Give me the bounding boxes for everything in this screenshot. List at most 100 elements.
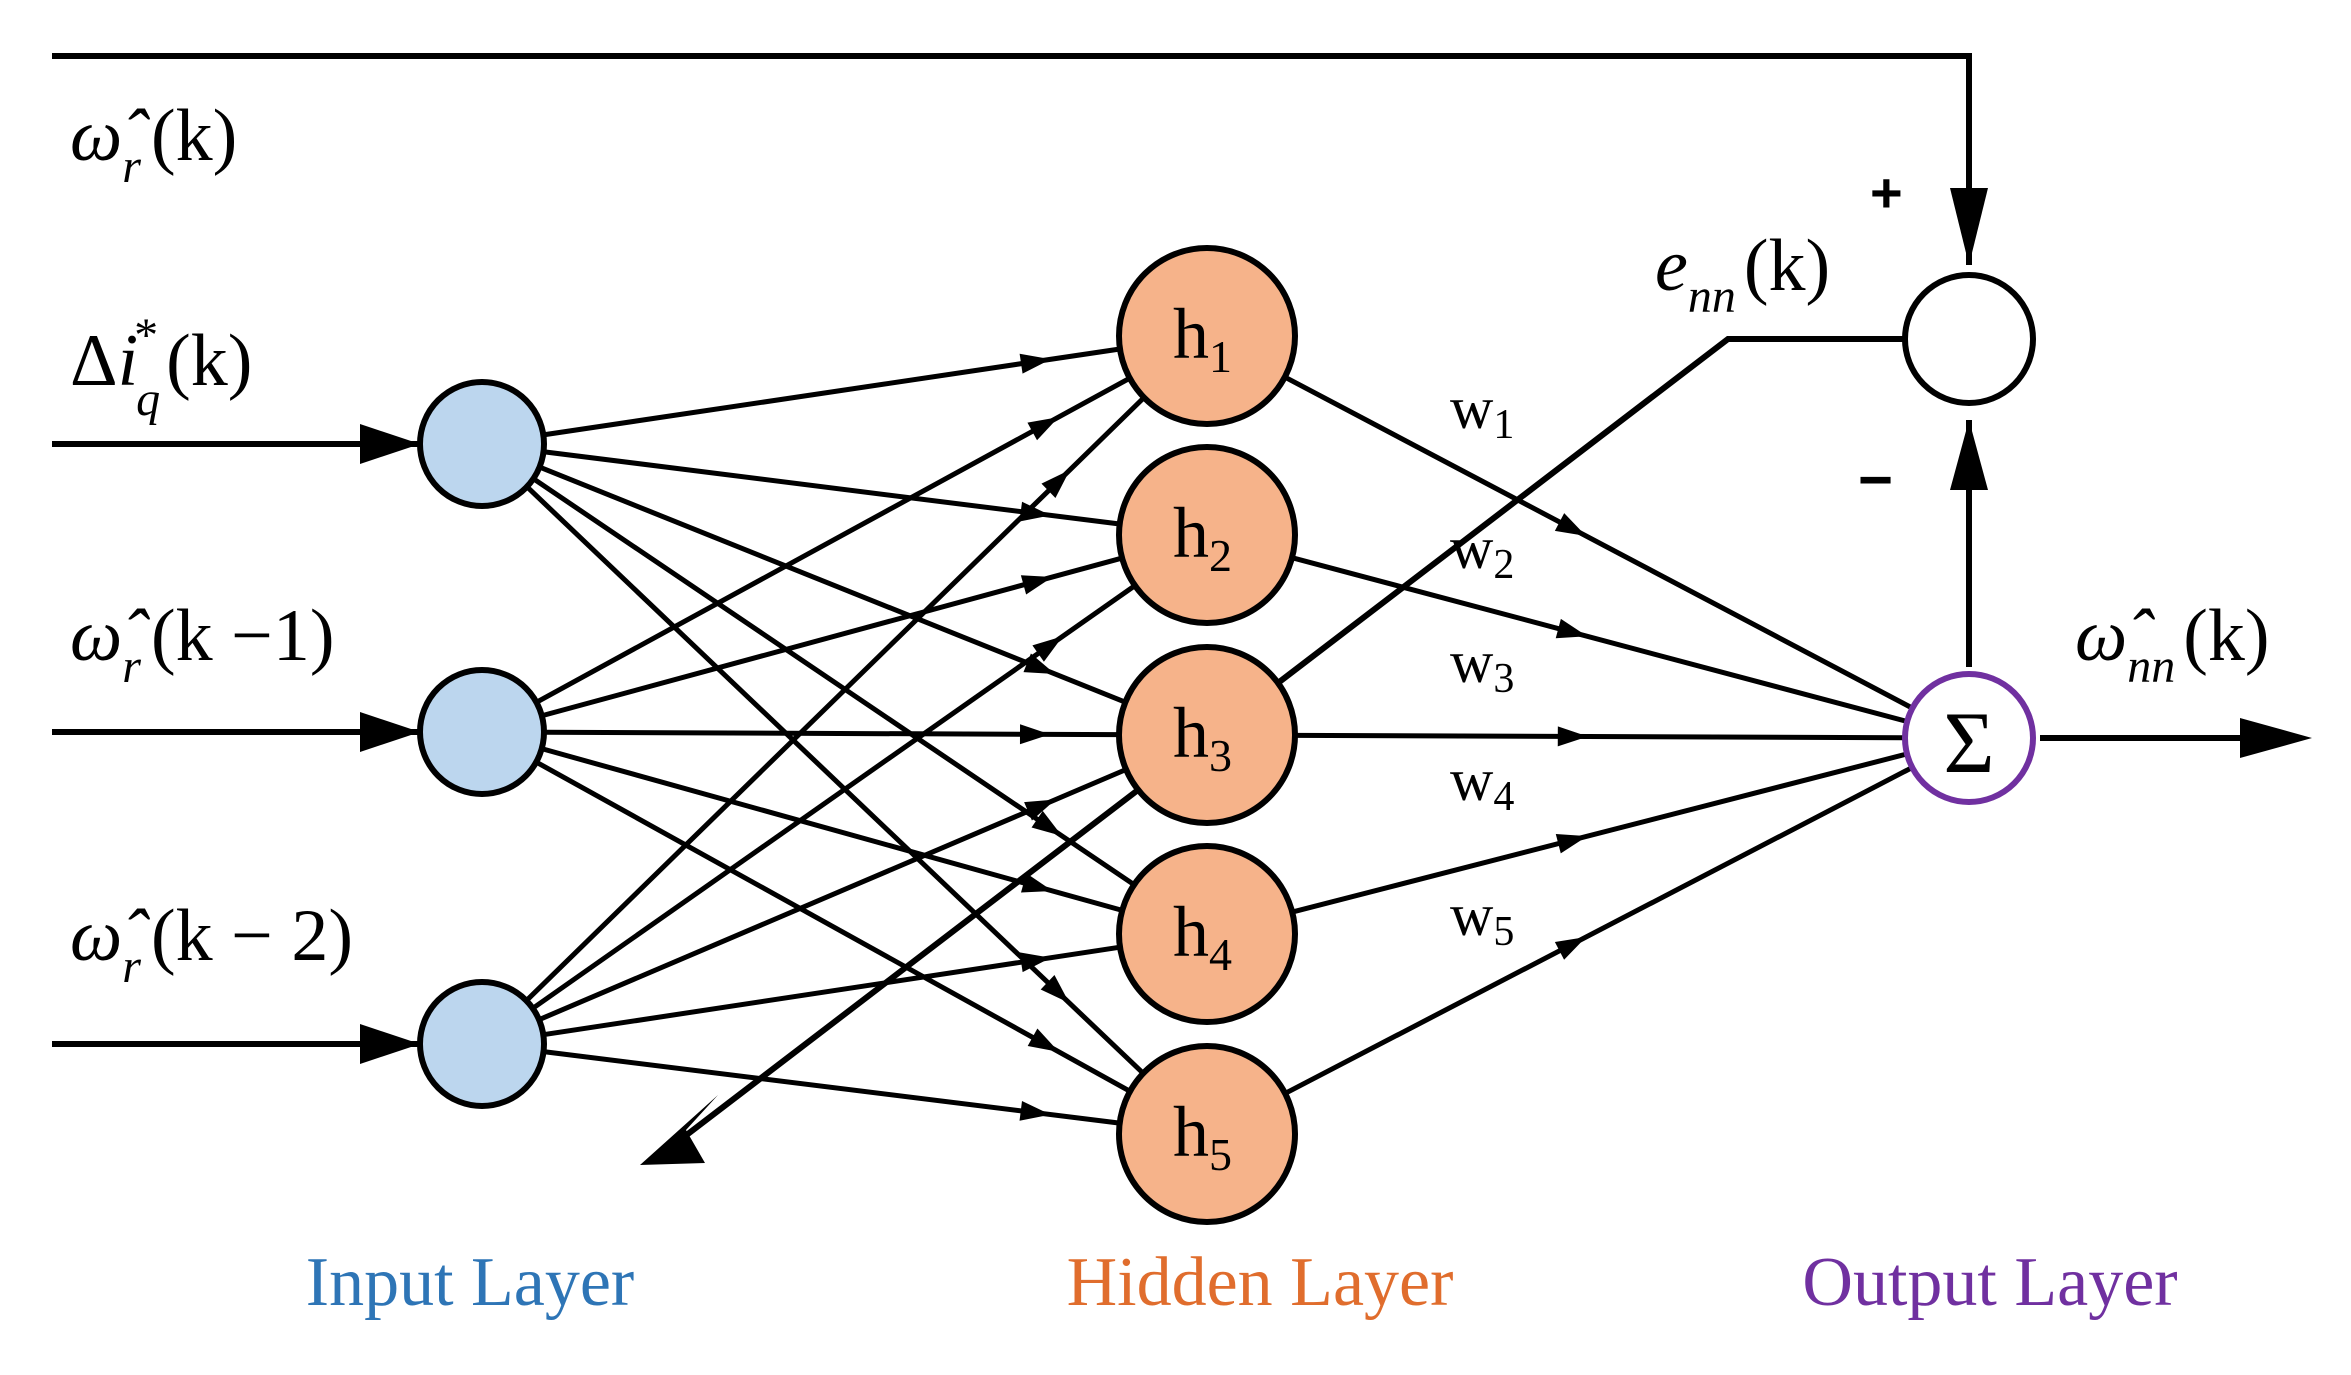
input-label-2: ω̂r(k −1) [70, 595, 334, 693]
connection-input-2-hidden-5 [535, 759, 1132, 1094]
error-arg: (k) [1744, 225, 1830, 307]
hidden-node-2-base: h [1173, 493, 1209, 573]
connection-hidden-1-output [1283, 374, 1914, 711]
input-node-1 [417, 379, 547, 509]
error-sub: nn [1688, 270, 1736, 323]
connection-input-3-hidden-1 [524, 395, 1146, 1003]
input-label-1-prefix: Δ [70, 320, 118, 402]
input-label-2-arg: (k −1) [151, 595, 335, 677]
input-layer-nodes [417, 379, 547, 1109]
connection-hidden-4-output [1291, 751, 1908, 915]
input-arrows [52, 424, 420, 1064]
input-label-2-sub: r [122, 640, 141, 693]
connection-arrow-3-4 [1019, 952, 1051, 973]
weight-arrow-3 [1557, 726, 1588, 747]
connection-input-2-hidden-1 [535, 375, 1131, 705]
sum-to-junction-path [1950, 420, 1988, 667]
hidden-node-5-sub: 5 [1209, 1129, 1232, 1180]
weight-label-4: w4 [1450, 747, 1514, 820]
feedback-label: ω̂r(k) [70, 95, 237, 193]
input-arrowhead-3 [360, 1024, 420, 1064]
output-path [2040, 718, 2312, 758]
weight-arrow-4 [1555, 833, 1588, 854]
input-label-3: ω̂r(k − 2) [70, 895, 353, 993]
hidden-node-3 [1116, 644, 1298, 826]
hidden-node-2-sub: 2 [1209, 530, 1232, 581]
input-labels: Δi*q(k) ω̂r(k −1) ω̂r(k − 2) [70, 309, 353, 993]
hidden-node-4-label: h4 [1173, 892, 1232, 980]
input-node-3 [417, 979, 547, 1109]
weight-1-sub: 1 [1493, 402, 1514, 448]
weight-4-base: w [1450, 747, 1494, 813]
error-var: e [1655, 225, 1688, 307]
output-sum-node [1902, 671, 2036, 805]
weight-label-5: w5 [1450, 882, 1514, 955]
output-layer-label: Output Layer [1802, 1244, 2177, 1321]
input-label-3-sub: r [122, 940, 141, 993]
hidden-node-1-label: h1 [1173, 294, 1232, 382]
weight-2-base: w [1450, 515, 1494, 581]
output-arg: (k) [2183, 595, 2269, 677]
weight-labels: w1 w2 w3 w4 w5 [1450, 375, 1514, 955]
weight-3-sub: 3 [1493, 656, 1514, 702]
hidden-node-2-label: h2 [1173, 493, 1232, 581]
weight-3-base: w [1450, 629, 1494, 695]
minus-sign: − [1858, 446, 1893, 513]
error-label: enn(k) [1655, 225, 1830, 323]
input-node-2 [417, 667, 547, 797]
input-arrowhead-2 [360, 712, 420, 752]
input-label-1: Δi*q(k) [70, 309, 252, 426]
output-label: ω̂nn(k) [2075, 595, 2270, 693]
connection-arrow-1-2 [1019, 501, 1051, 522]
weight-label-2: w2 [1450, 515, 1514, 588]
connection-arrow-2-3 [1019, 724, 1051, 745]
feedback-sub: r [122, 140, 141, 193]
weight-arrow-1 [1554, 513, 1587, 536]
hidden-node-3-base: h [1173, 693, 1209, 773]
hidden-node-2 [1116, 444, 1298, 626]
weight-5-base: w [1450, 882, 1494, 948]
weight-2-sub: 2 [1493, 542, 1514, 588]
connection-arrow-3-2 [1032, 636, 1063, 662]
error-arrowhead [640, 1095, 718, 1165]
input-label-1-sub: q [136, 373, 160, 426]
connection-input-1-hidden-5 [525, 484, 1145, 1076]
connection-arrow-3-3 [1024, 799, 1056, 821]
feedback-path [52, 53, 1988, 265]
weight-label-3: w3 [1450, 629, 1514, 702]
weight-5-sub: 5 [1493, 909, 1514, 955]
hidden-node-5-label: h5 [1173, 1092, 1232, 1180]
hidden-node-1-sub: 1 [1209, 331, 1232, 382]
connections [524, 346, 1914, 1126]
plus-sign: + [1870, 161, 1903, 224]
weight-1-base: w [1450, 375, 1494, 441]
connection-arrow-2-2 [1020, 575, 1053, 595]
hidden-node-3-label: h3 [1173, 693, 1232, 781]
connection-arrow-3-5 [1019, 1100, 1051, 1121]
connection-arrow-3-1 [1041, 469, 1070, 498]
output-arrowhead [2240, 718, 2312, 758]
summation-symbol: Σ [1943, 695, 1994, 792]
input-label-3-arg: (k − 2) [151, 895, 353, 977]
output-sub: nn [2127, 640, 2175, 693]
connection-input-3-hidden-2 [531, 583, 1137, 1011]
input-arrowhead-1 [360, 424, 420, 464]
weight-4-sub: 4 [1493, 774, 1514, 820]
feedback-arg: (k) [151, 95, 237, 177]
connection-hidden-3-output [1294, 732, 1906, 741]
input-layer-label: Input Layer [306, 1244, 634, 1321]
hidden-node-3-sub: 3 [1209, 730, 1232, 781]
connection-arrow-2-5 [1027, 1028, 1059, 1052]
weight-label-1: w1 [1450, 375, 1514, 448]
connection-arrow-2-4 [1020, 873, 1053, 893]
hidden-layer-label: Hidden Layer [1067, 1244, 1454, 1321]
minus-arrowhead [1950, 420, 1988, 490]
hidden-node-1-base: h [1173, 294, 1209, 374]
connection-hidden-5-output [1283, 765, 1914, 1096]
connection-arrow-2-1 [1027, 417, 1059, 441]
feedback-arrowhead [1950, 188, 1988, 265]
hidden-node-4 [1116, 843, 1298, 1025]
summing-junction [1902, 272, 2036, 406]
hidden-node-4-base: h [1173, 892, 1209, 972]
